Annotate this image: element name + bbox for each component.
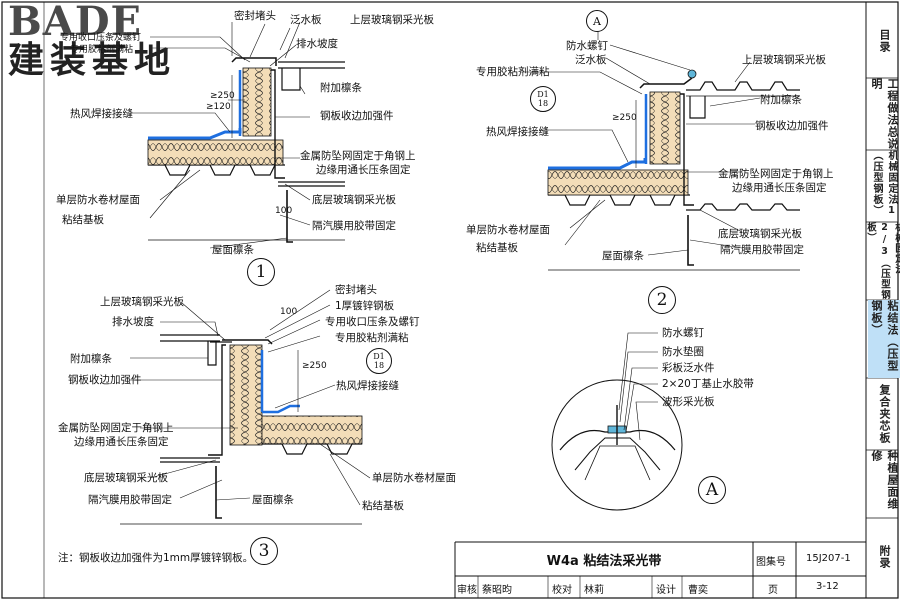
d3-purlin-label: 屋面檩条 [252, 494, 294, 506]
atlas-number: 15J207-1 [806, 553, 851, 564]
d3-mesh-label: 金属防坠网固定于角钢上 [58, 422, 174, 434]
d3-vapor-label: 隔汽膜用胶带固定 [88, 494, 172, 506]
d1-bottom-panel-label: 底层玻璃钢采光板 [312, 194, 396, 206]
d2-h250-dim: ≥250 [612, 113, 637, 123]
drawing-note: 注：钢板收边加强件为1mm厚镀锌钢板。 [58, 552, 254, 564]
detail-1-drawing [130, 21, 345, 249]
d2-membrane-label: 单层防水卷材屋面 [466, 224, 550, 236]
d1-drain-slope-label: 排水坡度 [296, 38, 338, 50]
d2-ref-d1-top: D1 [537, 90, 549, 99]
d2-vapor-label: 隔汽膜用胶带固定 [720, 244, 804, 256]
d1-weld-label: 热风焊接接缝 [70, 108, 133, 120]
d3-weld-label: 热风焊接接缝 [336, 380, 399, 392]
d1-substrate-label: 粘结基板 [62, 214, 104, 226]
d3-ref-d1-bottom: 18 [373, 361, 385, 370]
d1-upper-panel-label: 上层玻璃钢采光板 [350, 14, 434, 26]
d1-flashing-label: 泛水板 [290, 14, 322, 26]
brand-logo-cn: 建装基地 [8, 40, 177, 81]
d1-membrane-label: 单层防水卷材屋面 [56, 194, 140, 206]
da-screw-label: 防水螺钉 [662, 327, 704, 339]
d2-substrate-label: 粘结基板 [476, 242, 518, 254]
d1-vapor-label: 隔汽膜用胶带固定 [312, 220, 396, 232]
design-label: 设计 [656, 585, 676, 596]
d1-mesh-label: 金属防坠网固定于角钢上 [300, 150, 416, 162]
atlas-label: 图集号 [756, 557, 786, 568]
da-tape-label: 2×20丁基止水胶带 [662, 378, 754, 390]
d1-h250-dim: ≥250 [210, 91, 235, 101]
d3-dim-100: 100 [280, 307, 298, 317]
da-washer-label: 防水垫圈 [662, 346, 704, 358]
d3-galv-label: 1厚镀锌钢板 [335, 300, 395, 312]
drawing-title: W4a 粘结法采光带 [546, 553, 662, 569]
designer-name: 曹奕 [688, 585, 708, 596]
d2-mesh2-label: 边缘用通长压条固定 [732, 182, 827, 194]
page-number: 3-12 [816, 581, 839, 592]
reviewer-name: 蔡昭昀 [482, 585, 512, 596]
d2-flashing-label: 泛水板 [575, 54, 607, 66]
review-label: 审核 [457, 585, 477, 596]
tab-appendix[interactable]: 附录 [878, 545, 891, 569]
d3-bottom-panel-label: 底层玻璃钢采光板 [84, 472, 168, 484]
detail-1-number: 1 [247, 258, 275, 286]
d2-purlin-label: 屋面檩条 [602, 250, 644, 262]
d1-mesh2-label: 边缘用通长压条固定 [316, 164, 411, 176]
tab-green-roof-repair[interactable]: 种植屋面维修 [870, 450, 899, 510]
detail-2-number: 2 [648, 286, 676, 314]
d1-top-seal-label: 密封堵头 [234, 10, 276, 22]
d1-edge-clamp-label: 专用收口压条及螺钉 [60, 33, 142, 43]
d3-sealant-label: 专用胶粘剂满粘 [335, 332, 409, 344]
detail-a-letter: A [698, 476, 726, 504]
d2-stiffener-label: 钢板收边加强件 [755, 120, 829, 132]
d1-w120-dim: ≥120 [206, 102, 231, 112]
detail-2-drawing [520, 28, 800, 271]
d2-add-purlin-label: 附加檩条 [760, 94, 802, 106]
d3-top-seal-label: 密封堵头 [335, 284, 377, 296]
d3-h250-dim: ≥250 [302, 361, 327, 371]
d3-add-purlin-label: 附加檩条 [70, 353, 112, 365]
checker-name: 林莉 [584, 585, 604, 596]
detail-3-number: 3 [250, 537, 278, 565]
brand-logo: BADE 建装基地 [8, 2, 176, 80]
d3-edge-clamp-label: 专用收口压条及螺钉 [325, 316, 420, 328]
d1-dim-100: 100 [275, 206, 293, 216]
d3-stiffener-label: 钢板收边加强件 [68, 374, 142, 386]
d2-screw-label: 防水螺钉 [566, 40, 608, 52]
da-panel-label: 波形采光板 [662, 396, 715, 408]
d3-drain-slope-label: 排水坡度 [112, 316, 154, 328]
tab-sandwich-panel[interactable]: 复合夹芯板 [878, 384, 891, 444]
d2-ref-d1-bottom: 18 [537, 99, 549, 108]
tab-contents[interactable]: 目录 [878, 29, 891, 53]
d3-substrate-label: 粘结基板 [362, 500, 404, 512]
d3-mesh2-label: 边缘用通长压条固定 [74, 436, 169, 448]
check-label: 校对 [552, 585, 572, 596]
d2-mesh-label: 金属防坠网固定于角钢上 [718, 168, 834, 180]
tab-general-notes[interactable]: 工程做法总说明 [870, 78, 899, 150]
d3-membrane-label: 单层防水卷材屋面 [372, 472, 456, 484]
tab-adhesive-method[interactable]: 粘结法（压型钢板） [868, 300, 900, 378]
page-label: 页 [768, 585, 778, 596]
d2-bottom-panel-label: 底层玻璃钢采光板 [718, 228, 802, 240]
tab-mech-fix-1[interactable]: 机械固定法1（压型钢板） [871, 150, 897, 217]
tab-mech-fix-2-3[interactable]: 机械固定法2/3（压型钢板） [865, 222, 900, 300]
brand-logo-en: BADE [8, 0, 143, 45]
da-flashing-label: 彩板泛水件 [662, 362, 715, 374]
d1-sealant-label: 专用胶粘剂满粘 [70, 45, 134, 55]
d2-upper-panel-label: 上层玻璃钢采光板 [742, 54, 826, 66]
detail-3-drawing [120, 289, 371, 525]
d3-ref-d1-top: D1 [373, 352, 385, 361]
d2-weld-label: 热风焊接接缝 [486, 126, 549, 138]
detail-a-drawing [551, 332, 683, 511]
d1-add-purlin-label: 附加檩条 [320, 82, 362, 94]
d3-upper-panel-label: 上层玻璃钢采光板 [100, 296, 184, 308]
d1-purlin-label: 屋面檩条 [212, 244, 254, 256]
d1-stiffener-label: 钢板收边加强件 [320, 110, 394, 122]
d2-sealant-label: 专用胶粘剂满粘 [476, 66, 550, 78]
d2-ref-a: A [586, 10, 608, 32]
